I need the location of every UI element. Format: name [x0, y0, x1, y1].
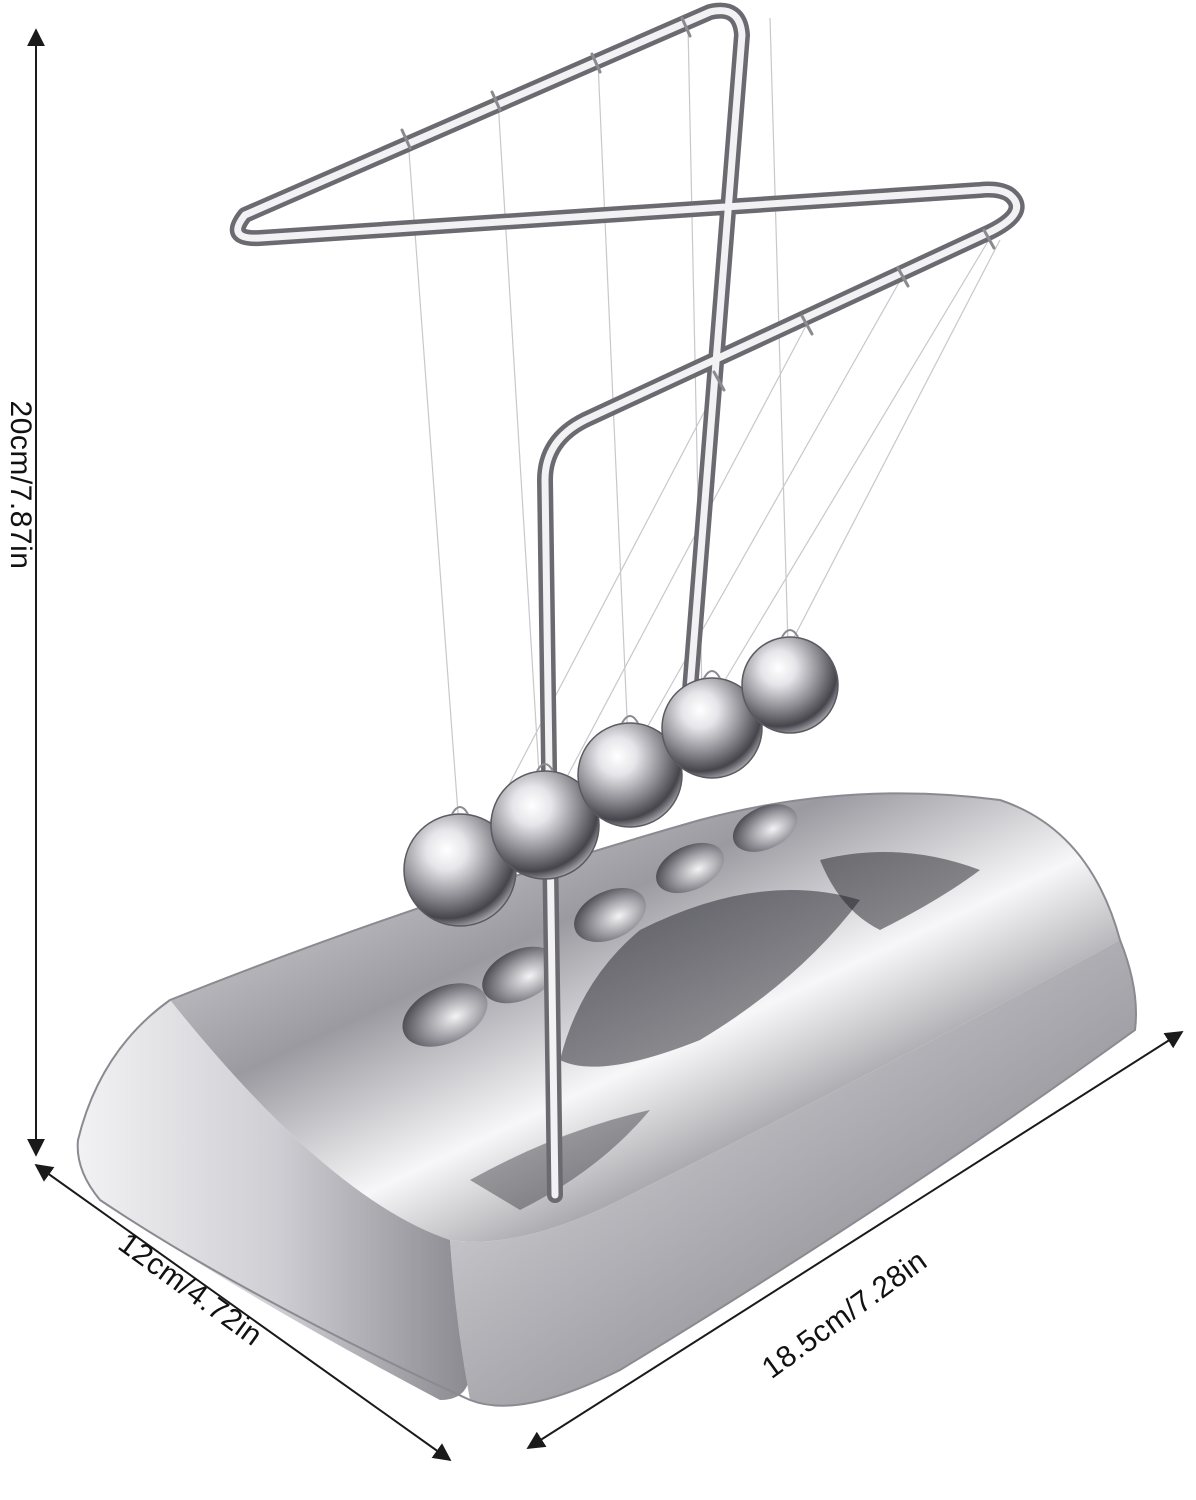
- dimension-lines: [27, 28, 1184, 1462]
- pendulum-balls: [403, 629, 839, 927]
- ball-5: [741, 636, 839, 734]
- chrome-base: [76, 792, 1137, 1407]
- ball-4: [661, 677, 763, 779]
- depth-dimension-line: [34, 1163, 452, 1462]
- wire-frame: [229, 2, 1025, 1203]
- ball-3: [577, 722, 683, 828]
- suspension-strings: [407, 17, 1001, 841]
- ball-2: [490, 770, 600, 880]
- width-dimension-line: [526, 1031, 1184, 1449]
- height-dimension-label: 20cm/7.87in: [4, 400, 37, 570]
